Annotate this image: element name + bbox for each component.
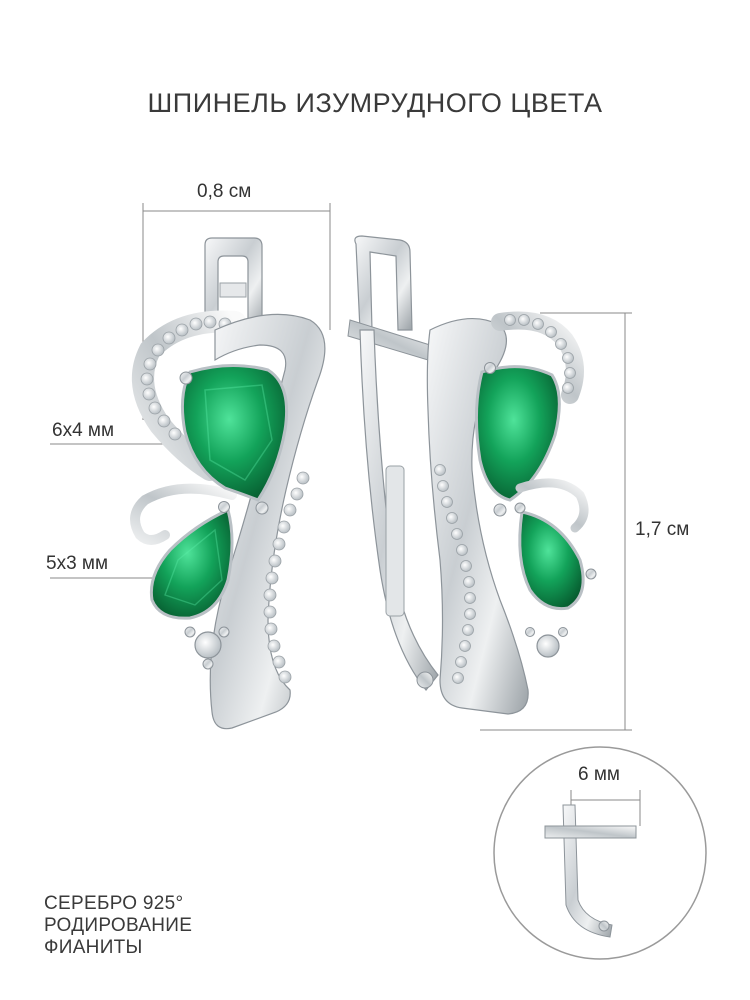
earring-side-view: [347, 235, 597, 715]
side-accent-cubic-zirconia: [536, 634, 560, 658]
large-emerald-facets: [204, 384, 273, 481]
hinge: [416, 671, 434, 689]
feature-item-silver: СЕРЕБРО 925°: [44, 893, 184, 914]
feature-item-rhodium: РОДИРОВАНИЕ: [44, 915, 193, 936]
dimension-lines: [50, 203, 632, 731]
prong: [255, 501, 269, 515]
earring-front-view: [130, 237, 326, 730]
prong: [484, 362, 496, 374]
prong: [558, 627, 568, 637]
prong: [184, 626, 196, 638]
small-emerald: [149, 507, 234, 620]
width-label: 0,8 см: [197, 181, 252, 202]
small-emerald-facets: [164, 528, 223, 606]
feature-item-cubic-zirconia: ФИАНИТЫ: [44, 937, 143, 958]
lock-size-label: 6 мм: [578, 764, 620, 785]
hook-window: [219, 282, 247, 298]
prong: [202, 658, 214, 670]
prong: [218, 626, 230, 638]
side-back-arm: [359, 329, 439, 691]
side-bow-loop: [515, 478, 589, 533]
inset-lock-pin: [544, 825, 637, 839]
prong: [525, 627, 535, 637]
side-pave-stones: [434, 314, 576, 684]
prong: [585, 568, 597, 580]
small-stone-size-label: 5x3 мм: [46, 553, 109, 574]
large-emerald: [180, 363, 289, 502]
side-large-emerald: [474, 365, 561, 502]
prong: [493, 503, 507, 517]
bow-loop: [130, 483, 237, 545]
prong: [514, 502, 526, 514]
lock-detail-inset: [493, 746, 707, 960]
inset-hinge: [598, 920, 610, 932]
pave-stones-band: [263, 471, 310, 684]
prong: [218, 501, 230, 513]
large-stone-size-label: 6x4 мм: [52, 420, 115, 441]
prong: [179, 371, 193, 385]
page-title: ШПИНЕЛЬ ИЗУМРУДНОГО ЦВЕТА: [147, 88, 603, 118]
inset-circle: [493, 746, 707, 960]
height-label: 1,7 см: [635, 519, 690, 540]
side-small-emerald: [518, 510, 585, 611]
side-lever-hook: [354, 235, 413, 331]
material-features: СЕРЕБРО 925° РОДИРОВАНИЕ ФИАНИТЫ: [44, 893, 192, 959]
accent-cubic-zirconia: [194, 631, 222, 659]
side-back-window: [385, 465, 405, 617]
